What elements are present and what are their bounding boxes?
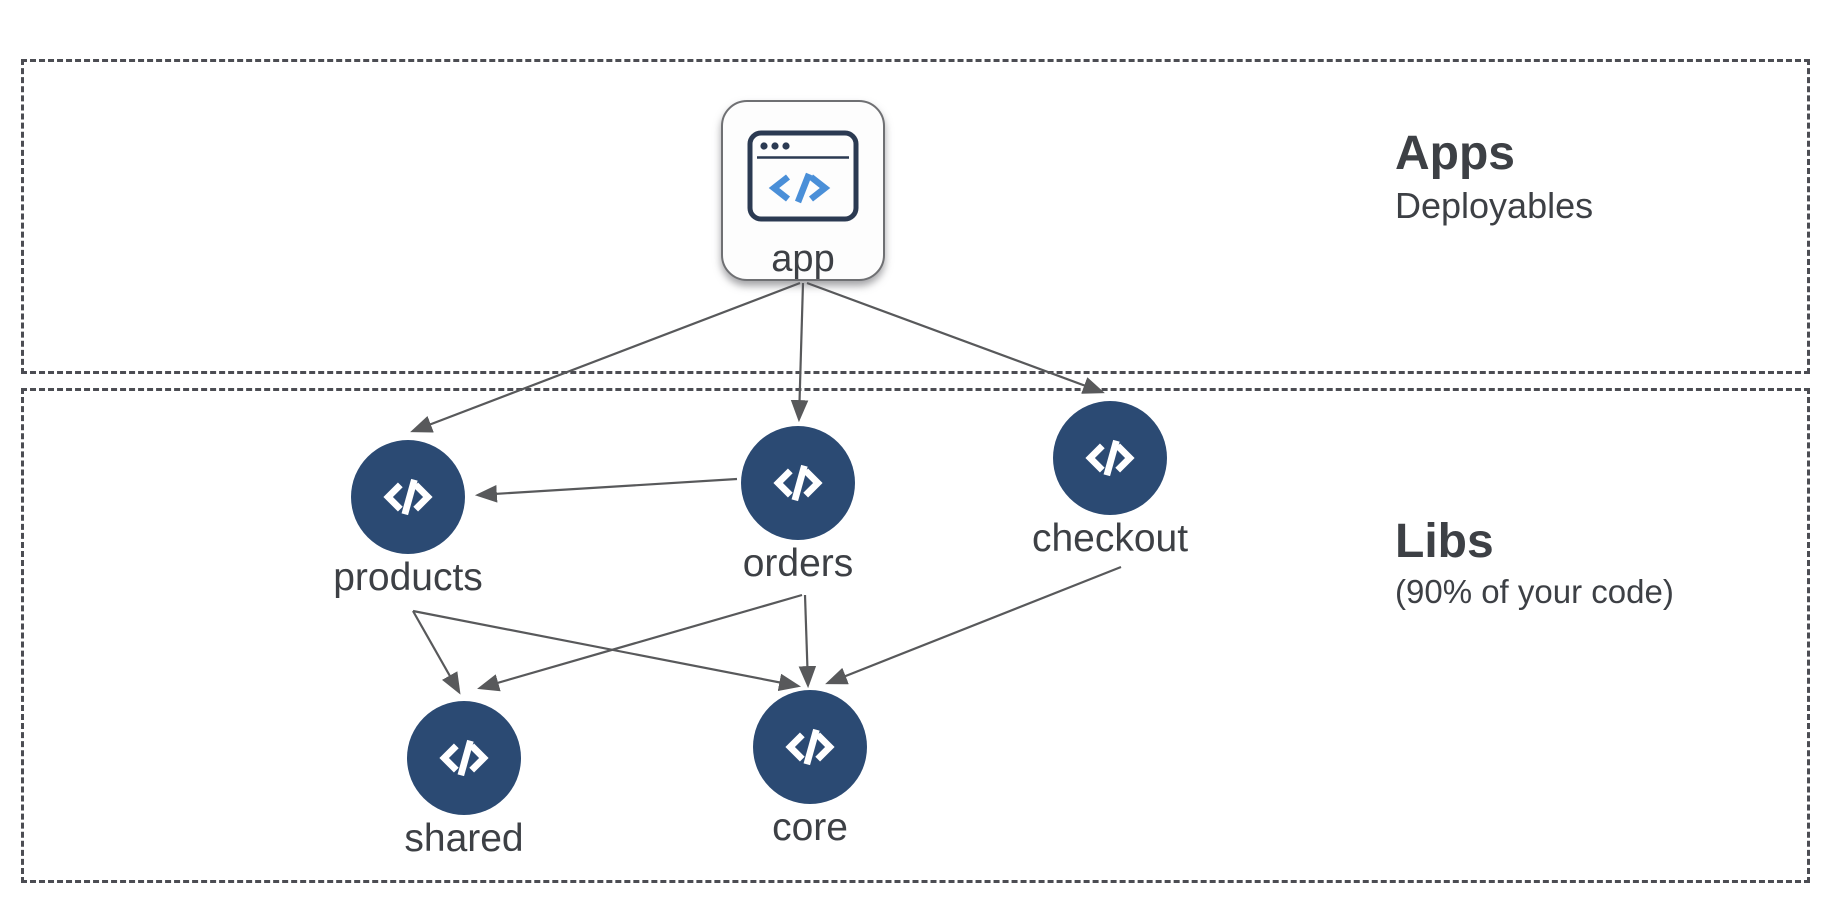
lib-node-label-core: core: [772, 806, 848, 849]
lib-node-label-shared: shared: [404, 817, 524, 860]
lib-node-label-orders: orders: [742, 542, 854, 585]
code-icon: [785, 728, 835, 766]
code-icon: [773, 464, 823, 502]
lib-node-label-products: products: [333, 556, 483, 599]
browser-code-icon: [747, 130, 859, 222]
libs-section-title: Libs: [1395, 515, 1494, 568]
app-node: app: [721, 100, 885, 281]
libs-section-box: [21, 388, 1810, 883]
libs-section-label: Libs (90% of your code): [1395, 514, 1674, 612]
apps-section-title: Apps: [1395, 127, 1515, 180]
apps-section-label: Apps Deployables: [1395, 126, 1593, 228]
code-icon: [439, 739, 489, 777]
code-icon: [1085, 439, 1135, 477]
libs-section-subtitle: (90% of your code): [1395, 572, 1674, 610]
lib-node-core: core: [753, 690, 867, 847]
lib-node-checkout: checkout: [1032, 401, 1188, 558]
app-node-label: app: [771, 238, 835, 280]
lib-node-shared: shared: [404, 701, 524, 858]
lib-node-orders: orders: [741, 426, 855, 583]
code-icon: [383, 478, 433, 516]
lib-node-label-checkout: checkout: [1031, 517, 1189, 560]
lib-node-products: products: [333, 440, 483, 597]
apps-section-subtitle: Deployables: [1395, 184, 1594, 226]
